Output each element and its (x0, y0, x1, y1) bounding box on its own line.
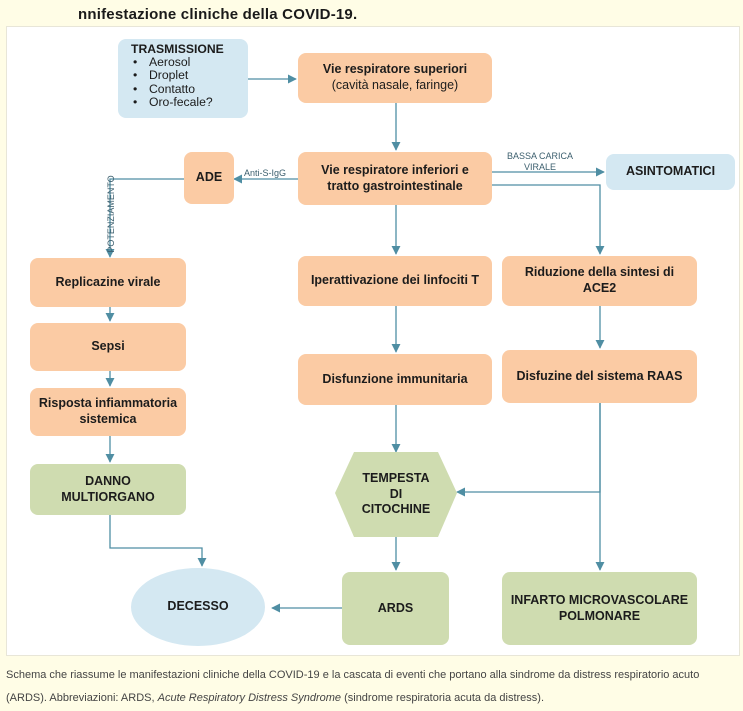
list-item: Droplet (131, 69, 248, 83)
edge-label-bassa-carica: BASSA CARICA VIRALE (507, 151, 573, 173)
list-item: Contatto (131, 82, 248, 96)
decesso-label: DECESSO (167, 599, 229, 614)
node-replicazione-virale: Replicazine virale (30, 258, 186, 307)
tempesta-line2: DI (389, 486, 403, 501)
node-iperattivazione: Iperattivazione dei linfociti T (298, 256, 492, 306)
node-decesso: DECESSO (131, 568, 265, 646)
figure-caption: Schema che riassume le manifestazioni cl… (6, 664, 738, 710)
node-disfunzione-immunitaria: Disfunzione immunitaria (298, 354, 492, 405)
page-title: nnifestazione cliniche della COVID-19. (78, 6, 358, 23)
node-disfunzione-raas: Disfuzine del sistema RAAS (502, 350, 697, 403)
node-tempesta-citochine: TEMPESTA DI CITOCHINE (335, 452, 457, 537)
vie-superiori-line2: (cavità nasale, faringe) (331, 78, 459, 92)
edge-label-anti-s-igg: Anti-S-IgG (244, 168, 287, 178)
ards-label: ARDS (377, 600, 414, 615)
caption-text-1: Schema che riassume le manifestazioni cl… (6, 669, 700, 704)
vie-inferiori-line2: tratto gastrointestinale (327, 178, 463, 193)
tempesta-line1: TEMPESTA (362, 471, 430, 486)
riduzione-line1: Riduzione della sintesi di (524, 265, 675, 280)
bassa-carica-line1: BASSA CARICA (507, 151, 574, 161)
caption-text-2: (sindrome respiratoria acuta da distress… (341, 692, 544, 704)
danno-line2: MULTIORGANO (61, 489, 155, 504)
vie-inferiori-line1: Vie respiratore inferiori e (321, 162, 469, 177)
list-item: Oro-fecale? (131, 95, 248, 109)
node-vie-superiori: Vie respiratore superiori (cavità nasale… (298, 53, 492, 103)
arrow-ade-to-replicazione (105, 178, 184, 258)
node-ards: ARDS (342, 572, 449, 645)
trasmissione-heading: TRASMISSIONE (131, 42, 224, 56)
tempesta-hexagon-shape (335, 452, 457, 537)
edge-label-potenziamento: POTENZIAMENTO (106, 175, 116, 253)
disfunzione-label: Disfunzione immunitaria (322, 371, 468, 386)
node-danno-multiorgano: DANNO MULTIORGANO (30, 464, 186, 515)
asintomatici-label: ASINTOMATICI (625, 164, 716, 179)
node-vie-inferiori: Vie respiratore inferiori e tratto gastr… (298, 152, 492, 205)
node-ade: ADE (184, 152, 234, 204)
vie-superiori-line1: Vie respiratore superiori (322, 62, 468, 77)
risposta-line1: Risposta infiammatoria (38, 396, 178, 411)
node-asintomatici: ASINTOMATICI (606, 154, 735, 190)
trasmissione-list: Aerosol Droplet Contatto Oro-fecale? (131, 56, 248, 110)
infarto-line2: POLMONARE (558, 608, 641, 623)
bassa-carica-line2: VIRALE (524, 162, 557, 172)
iperattivazione-label: Iperattivazione dei linfociti T (310, 273, 480, 288)
node-infarto-microvascolare: INFARTO MICROVASCOLARE POLMONARE (502, 572, 697, 645)
sepsi-label: Sepsi (91, 339, 125, 354)
arrow-vie-inferiori-to-riduzione (492, 184, 605, 255)
raas-label: Disfuzine del sistema RAAS (516, 368, 683, 383)
risposta-line2: sistemica (79, 412, 137, 426)
danno-line1: DANNO (85, 473, 131, 488)
arrow-danno-to-decesso (109, 515, 207, 567)
arrow-raas-to-tempesta (456, 403, 601, 497)
replicazione-label: Replicazine virale (55, 274, 161, 289)
list-item: Aerosol (131, 56, 248, 70)
decesso-ellipse-shape (131, 568, 265, 646)
tempesta-line3: CITOCHINE (361, 502, 431, 517)
ade-label: ADE (195, 170, 223, 185)
riduzione-line2: ACE2 (582, 281, 617, 295)
node-trasmissione: TRASMISSIONE Aerosol Droplet Contatto Or… (118, 39, 248, 118)
caption-italic: Acute Respiratory Distress Syndrome (157, 692, 342, 704)
infarto-line1: INFARTO MICROVASCOLARE (510, 592, 689, 607)
node-risposta-infiammatoria: Risposta infiammatoria sistemica (30, 388, 186, 436)
node-sepsi: Sepsi (30, 323, 186, 371)
node-riduzione-ace2: Riduzione della sintesi di ACE2 (502, 256, 697, 306)
